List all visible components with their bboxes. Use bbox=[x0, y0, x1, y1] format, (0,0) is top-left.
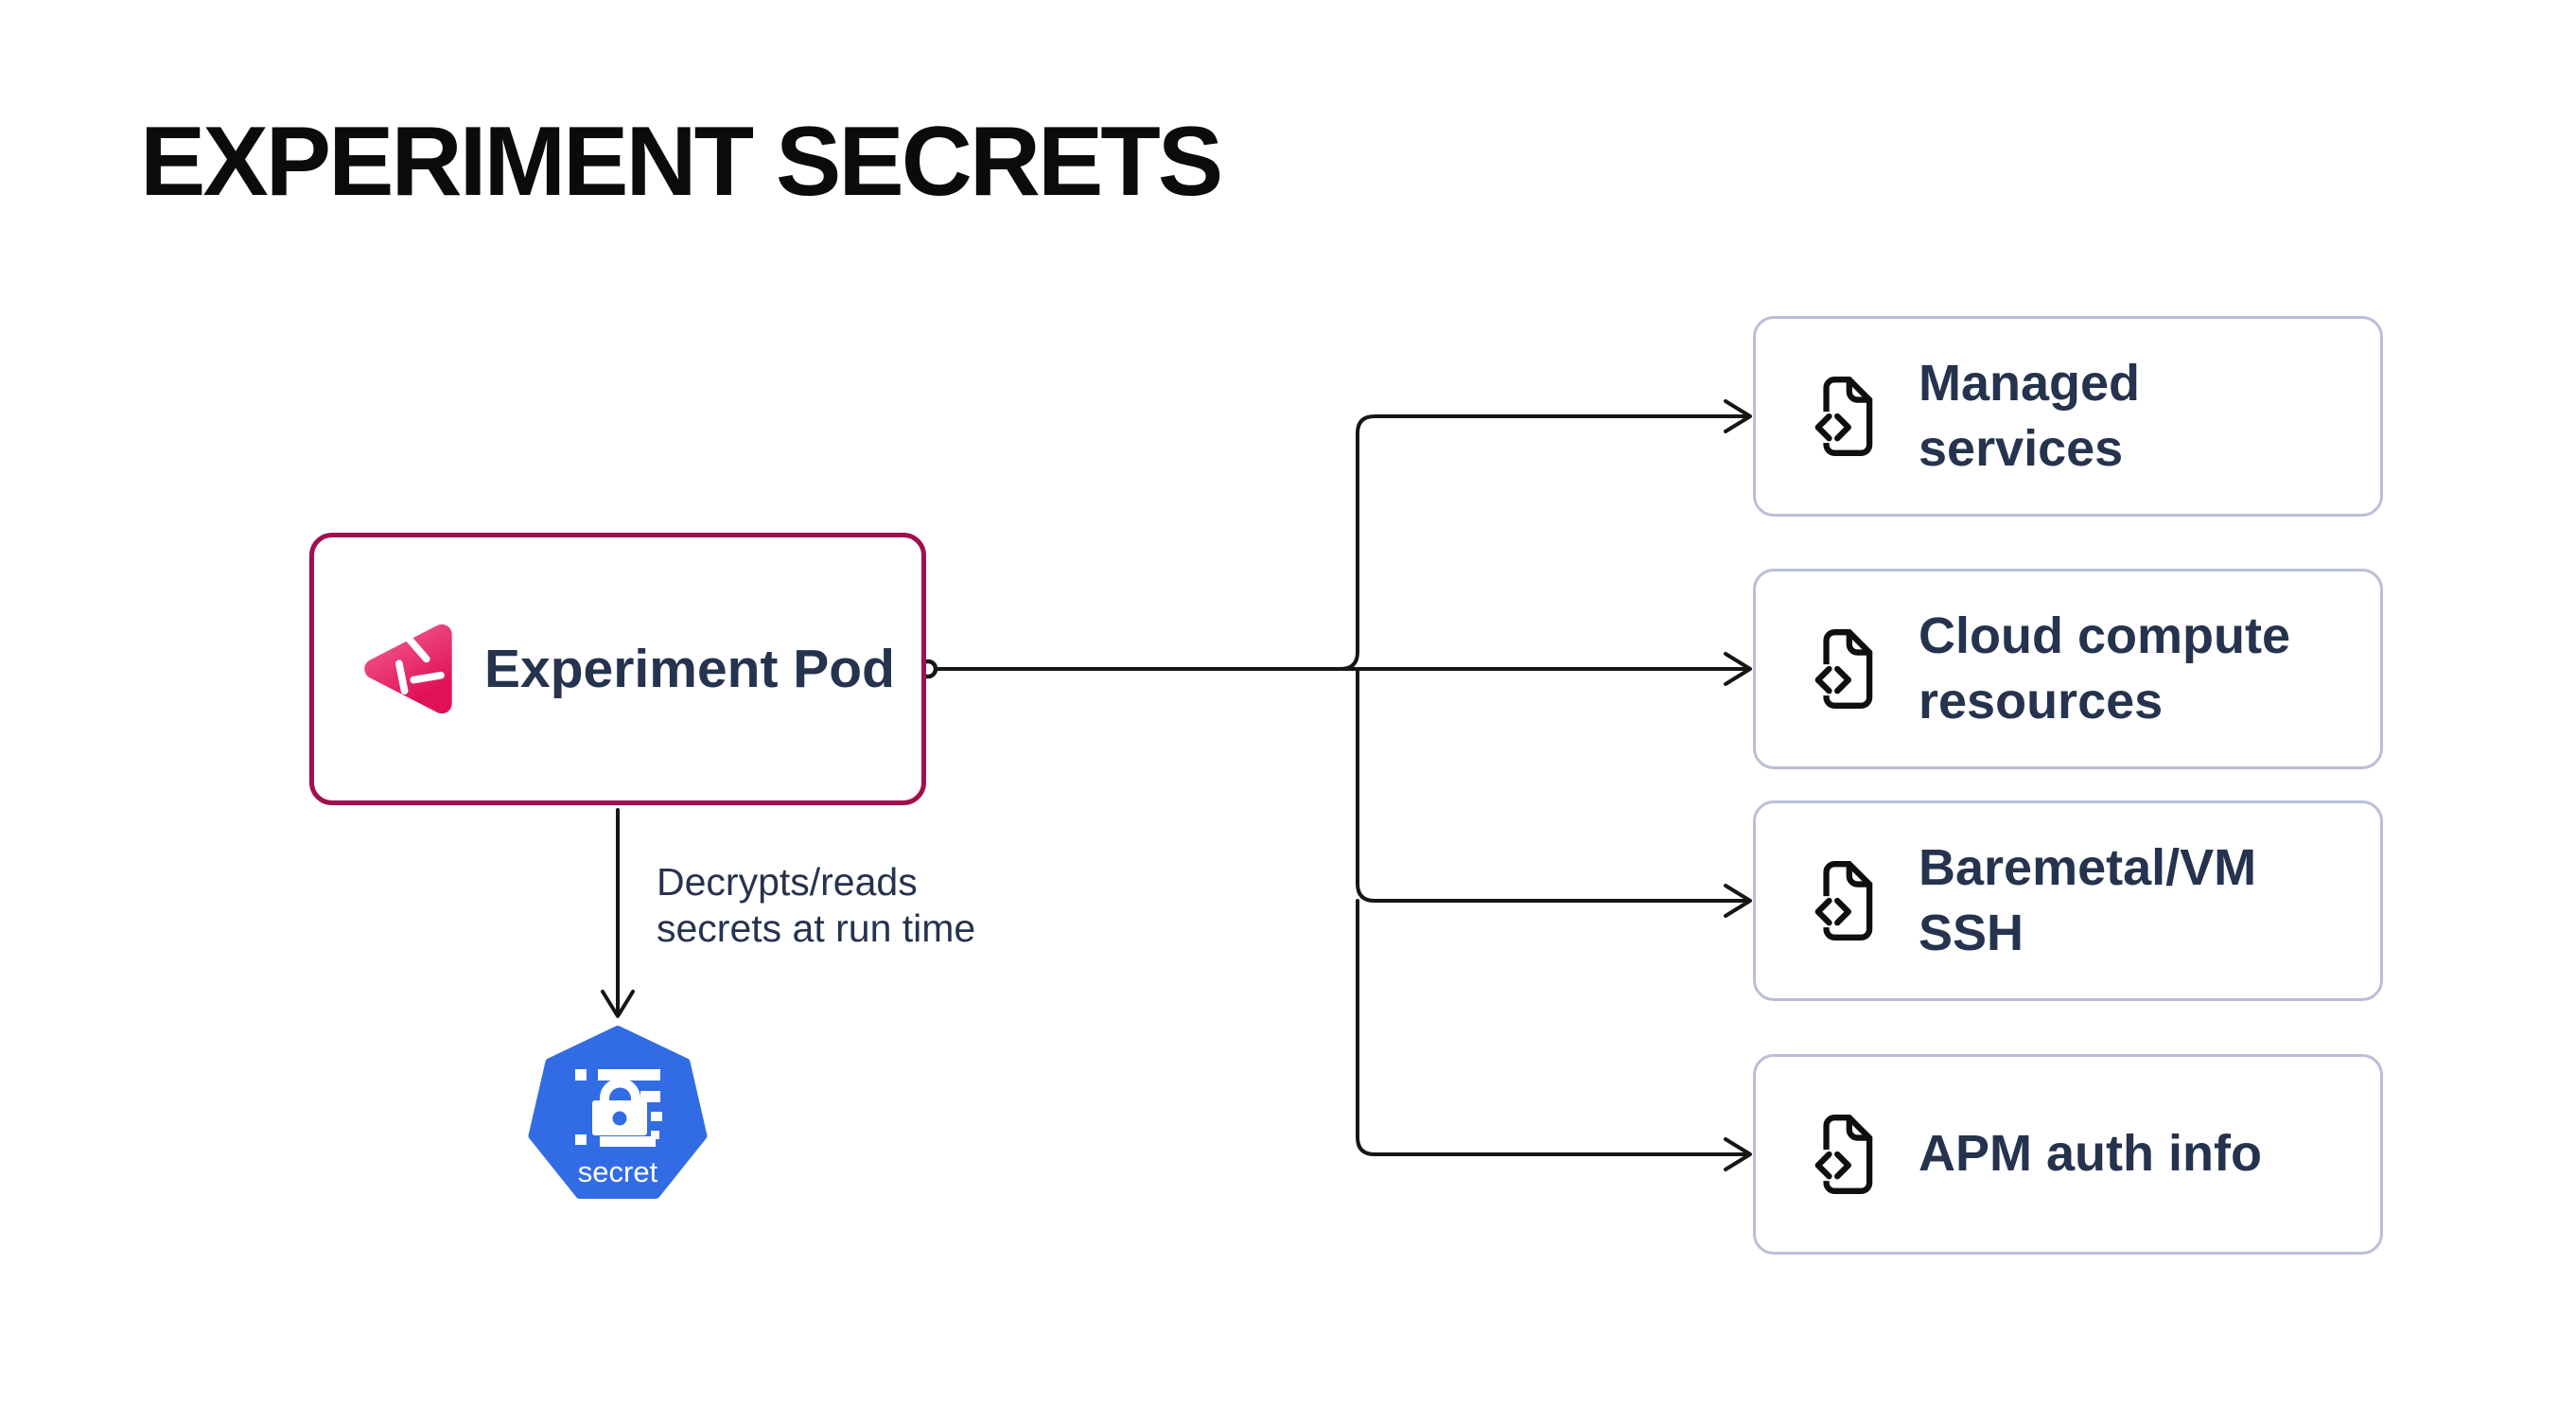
connector-to-apm-auth bbox=[1356, 899, 1748, 1156]
target-box-managed-services: Managed services bbox=[1753, 316, 2383, 517]
target-label: Baremetal/VM SSH bbox=[1919, 838, 2257, 961]
target-box-cloud-compute: Cloud compute resources bbox=[1753, 569, 2383, 769]
arrowhead-secret bbox=[601, 990, 635, 1018]
kubernetes-secret-icon: secret bbox=[528, 1026, 708, 1199]
litmus-chaos-logo-icon bbox=[364, 624, 452, 714]
connector-to-managed-services bbox=[934, 414, 1748, 671]
target-box-baremetal-ssh: Baremetal/VM SSH bbox=[1753, 800, 2383, 1001]
arrowhead-cloud-compute bbox=[1724, 652, 1752, 686]
target-label: APM auth info bbox=[1919, 1125, 2262, 1183]
file-code-icon bbox=[1813, 377, 1873, 456]
target-label: Managed services bbox=[1919, 354, 2141, 477]
file-code-icon bbox=[1813, 861, 1873, 940]
secret-label: secret bbox=[578, 1155, 658, 1188]
connector-to-baremetal-ssh bbox=[1356, 667, 1748, 903]
arrowhead-apm-auth bbox=[1724, 1137, 1752, 1171]
page-title: EXPERIMENT SECRETS bbox=[140, 107, 1223, 217]
edge-annotation: Decrypts/reads secrets at run time bbox=[657, 860, 976, 951]
target-label: Cloud compute resources bbox=[1919, 606, 2290, 729]
arrowhead-managed-services bbox=[1724, 399, 1752, 433]
file-code-icon bbox=[1813, 629, 1873, 709]
file-code-icon bbox=[1813, 1115, 1873, 1194]
experiment-pod-label: Experiment Pod bbox=[484, 639, 895, 699]
target-box-apm-auth: APM auth info bbox=[1753, 1054, 2383, 1255]
arrowhead-baremetal-ssh bbox=[1724, 884, 1752, 918]
experiment-pod-node: Experiment Pod bbox=[309, 533, 926, 805]
